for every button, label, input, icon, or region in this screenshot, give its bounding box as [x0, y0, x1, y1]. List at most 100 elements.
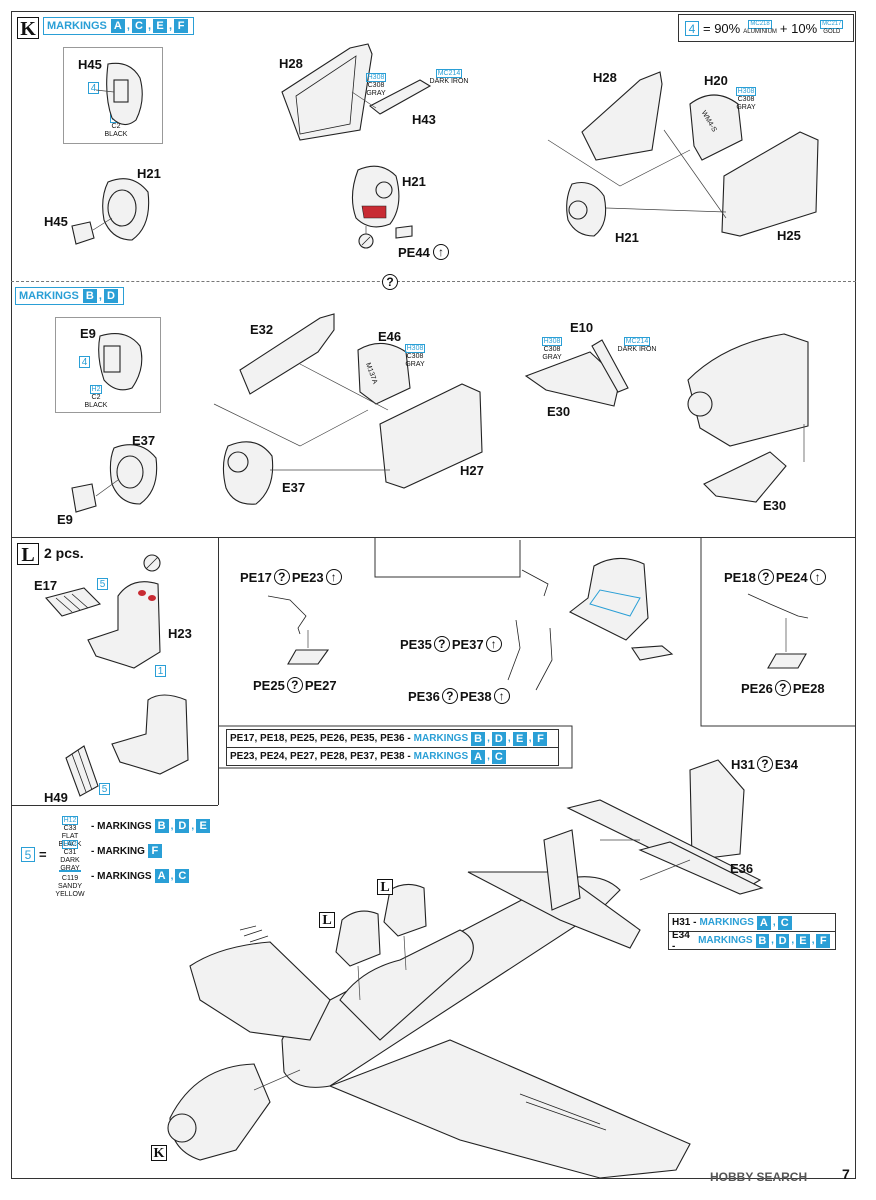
up-arrow-icon: ↑ — [809, 569, 826, 585]
legend-row-1: - MARKINGS B, D, E — [91, 819, 212, 833]
step-k-markings: MARKINGS A, C, E, F — [43, 17, 195, 35]
part-h20: H20 — [704, 73, 728, 88]
page-number: 7 — [842, 1166, 850, 1182]
marking-b: B — [82, 289, 97, 303]
question-icon: ? — [757, 569, 774, 585]
section-divider — [11, 281, 856, 282]
question-icon: ? — [273, 569, 290, 585]
step-l-hline — [11, 805, 218, 806]
part-e46: E46 — [378, 329, 402, 344]
e9-inset — [55, 317, 161, 413]
part-h45-left: H45 — [44, 214, 68, 229]
tail-legend-row-2: E34 - MARKINGS B, D, E, F — [669, 930, 835, 952]
belt-label-pe18-pe24: PE18 ? PE24 ↑ — [724, 569, 826, 585]
h49-box-number: 5 — [99, 783, 110, 795]
belt-label-pe17-pe23: PE17 ? PE23 ↑ — [240, 569, 342, 585]
part-h27: H27 — [460, 463, 484, 478]
part-h28-right: H28 — [593, 70, 617, 85]
part-h49: H49 — [44, 790, 68, 805]
up-arrow-icon: ↑ — [325, 569, 342, 585]
step-l-divider — [11, 537, 856, 538]
step-ref-l-2: L — [319, 912, 335, 928]
e17-box-number: 5 — [97, 578, 108, 590]
ratio-number: 4 — [685, 20, 699, 36]
marking-e: E — [153, 19, 168, 33]
question-icon: ? — [382, 274, 398, 290]
belt-label-pe35-pe37: PE35 ? PE37 ↑ — [400, 636, 502, 652]
legend-row-3: - MARKINGS A, C — [91, 869, 191, 883]
part-h21-mid: H21 — [402, 174, 426, 189]
e46-paint: H308 C308 GRAY — [404, 344, 426, 368]
paint-ratio-box: 4 = 90% MC218 ALUMINIUM + 10% MC217 GOLD — [678, 14, 854, 42]
h28-paint: H308 C308 GRAY — [365, 73, 387, 97]
part-pe44: PE44 — [398, 245, 430, 260]
e9-box-number: 4 — [79, 356, 90, 368]
question-icon: ? — [286, 677, 303, 693]
part-e30-top: E30 — [547, 404, 571, 419]
legend-number: 5 — [21, 847, 35, 862]
step-k-label: K — [17, 17, 39, 40]
part-e9-left: E9 — [57, 512, 73, 527]
question-icon: ? — [433, 636, 450, 652]
part-h43: H43 — [412, 112, 436, 127]
ratio-name2: GOLD — [823, 29, 841, 35]
question-icon: ? — [774, 680, 791, 696]
h43-paint: MC214 DARK IRON — [429, 69, 469, 85]
belt-label-pe26-pe28: PE26 ? PE28 — [741, 680, 825, 696]
marking-c: C — [131, 19, 146, 33]
h45-inset — [63, 47, 163, 144]
step-l-qty: 2 pcs. — [44, 545, 84, 561]
watermark: HOBBY SEARCH — [710, 1170, 808, 1184]
belt-legend-row-2: PE23, PE24, PE27, PE28, PE37, PE38 - MAR… — [227, 747, 558, 765]
legend-row-2: - MARKING F — [91, 844, 164, 858]
markings-label: MARKINGS — [47, 20, 107, 32]
step-bd-markings: MARKINGS B, D — [15, 287, 124, 305]
part-e30-bottom: E30 — [763, 498, 787, 513]
step-l-label: L — [17, 543, 39, 566]
ratio-pct1: = 90% — [703, 20, 741, 36]
h20-paint: H308 C308 GRAY — [735, 87, 757, 111]
up-arrow-icon: ↑ — [433, 244, 449, 260]
belt-legend-row-1: PE17, PE18, PE25, PE26, PE35, PE36 - MAR… — [227, 730, 558, 747]
part-h31-e34: H31 ? E34 — [731, 756, 798, 772]
up-arrow-icon: ↑ — [493, 688, 510, 704]
legend-eq: = — [39, 847, 47, 862]
ratio-name1: ALUMINIUM — [743, 29, 777, 35]
part-e17: E17 — [34, 578, 58, 593]
belt-label-pe25-pe27: PE25 ? PE27 — [253, 677, 337, 693]
marking-a: A — [110, 19, 125, 33]
part-h23: H23 — [168, 626, 192, 641]
part-e36: E36 — [730, 861, 754, 876]
page-frame — [11, 11, 856, 1179]
part-h28: H28 — [279, 56, 303, 71]
belt-label-pe36-pe38: PE36 ? PE38 ↑ — [408, 688, 510, 704]
ratio-plus: + 10% — [779, 20, 818, 36]
step-ref-k: K — [151, 1145, 167, 1161]
ratio-code2: MC217 — [820, 20, 844, 29]
part-e37-left: E37 — [132, 433, 156, 448]
step-ref-l-1: L — [377, 879, 393, 895]
e9-paint: H2 C2 BLACK — [84, 385, 108, 409]
up-arrow-icon: ↑ — [485, 636, 502, 652]
part-e32: E32 — [250, 322, 274, 337]
h45-box-number: 4 — [88, 82, 99, 94]
part-h25: H25 — [777, 228, 801, 243]
part-e37-mid: E37 — [282, 480, 306, 495]
marking-f: F — [174, 19, 189, 33]
part-h45-top: H45 — [78, 57, 102, 72]
part-e10: E10 — [570, 320, 594, 335]
question-icon: ? — [441, 688, 458, 704]
belt-markings-legend: PE17, PE18, PE25, PE26, PE35, PE36 - MAR… — [226, 729, 559, 766]
h23-box-number: 1 — [155, 665, 166, 677]
part-e9-top: E9 — [80, 326, 96, 341]
ratio-code1: MC218 — [748, 20, 772, 29]
tail-legend-row-1: H31 - MARKINGS A, C — [669, 914, 835, 931]
tail-markings-legend: H31 - MARKINGS A, C E34 - MARKINGS B, D,… — [668, 913, 836, 952]
part-h21-right: H21 — [615, 230, 639, 245]
e10-paint2: MC214 DARK IRON — [617, 337, 657, 353]
